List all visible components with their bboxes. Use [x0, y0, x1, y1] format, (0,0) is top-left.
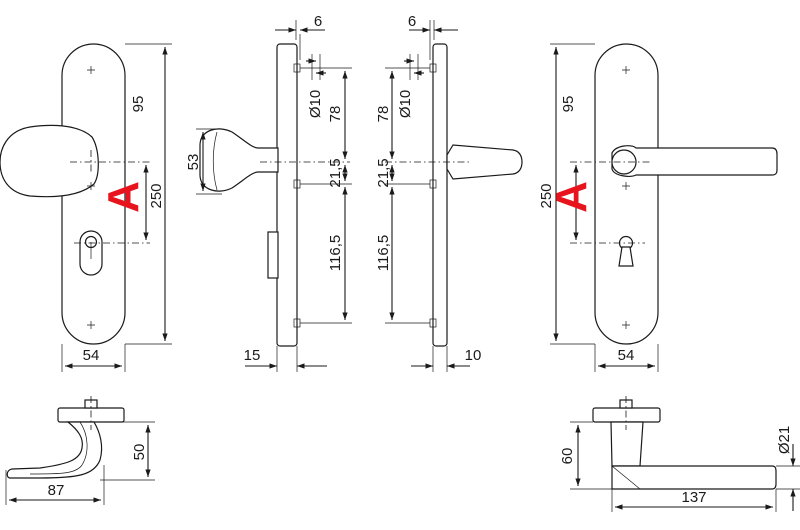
- width-label: 54: [83, 347, 100, 364]
- screw-marks: [87, 66, 95, 329]
- hole-label: Ø10: [307, 90, 324, 118]
- width-label: 54: [618, 347, 635, 364]
- front-view-knob: 250 95 54 A: [0, 43, 172, 372]
- height-label: 250: [148, 183, 165, 208]
- lever-handle: [611, 145, 778, 177]
- lever-profile: [446, 144, 523, 180]
- axis-distance-label: 95: [560, 96, 577, 113]
- plate-profile: [432, 43, 448, 347]
- backplate: [594, 43, 659, 345]
- knob-arm: [6, 421, 103, 479]
- upper-label: 78: [375, 106, 392, 123]
- plan-length-label: 137: [681, 489, 706, 506]
- mid-label: 21,5: [375, 158, 392, 187]
- front-view-lever: 250 95 54 A: [538, 43, 778, 372]
- knob-plan-view: 50 87: [5, 396, 155, 505]
- thickness-label: 10: [465, 347, 482, 364]
- lower-label: 116,5: [375, 235, 392, 271]
- height-label: 250: [538, 183, 555, 208]
- rosette: [592, 407, 661, 423]
- screw-marks: [622, 66, 630, 329]
- plan-height-label: 60: [559, 448, 576, 465]
- lever-arm: [611, 465, 777, 490]
- upper-label: 78: [327, 106, 344, 123]
- offset-label: 6: [408, 13, 416, 30]
- lever-neck: [610, 421, 644, 467]
- lower-label: 116,5: [327, 235, 344, 271]
- axis-distance-label: 95: [130, 96, 147, 113]
- lever-plan-view: 60 Ø21 137: [559, 396, 800, 512]
- thickness-label: 15: [244, 347, 261, 364]
- orientation-marker: A: [547, 181, 596, 213]
- knob-profile: [199, 128, 279, 192]
- side-view-lever: 6 Ø10 78 21,5 116,5 10: [375, 13, 523, 372]
- latch-nose: [267, 231, 279, 279]
- plan-projection-label: 87: [48, 482, 65, 499]
- side-view-knob: 6 Ø10 78 21,5 116,5 53 15: [185, 13, 352, 372]
- plan-height-label: 50: [131, 444, 148, 461]
- plan-diameter-label: Ø21: [776, 426, 793, 454]
- mid-label: 21,5: [327, 158, 344, 187]
- cylinder-slot: [618, 246, 634, 267]
- plate-profile: [276, 43, 298, 347]
- knob-height-label: 53: [185, 154, 202, 171]
- offset-label: 6: [314, 13, 322, 30]
- knob: [0, 124, 99, 198]
- orientation-marker: A: [99, 181, 148, 213]
- hole-label: Ø10: [397, 90, 414, 118]
